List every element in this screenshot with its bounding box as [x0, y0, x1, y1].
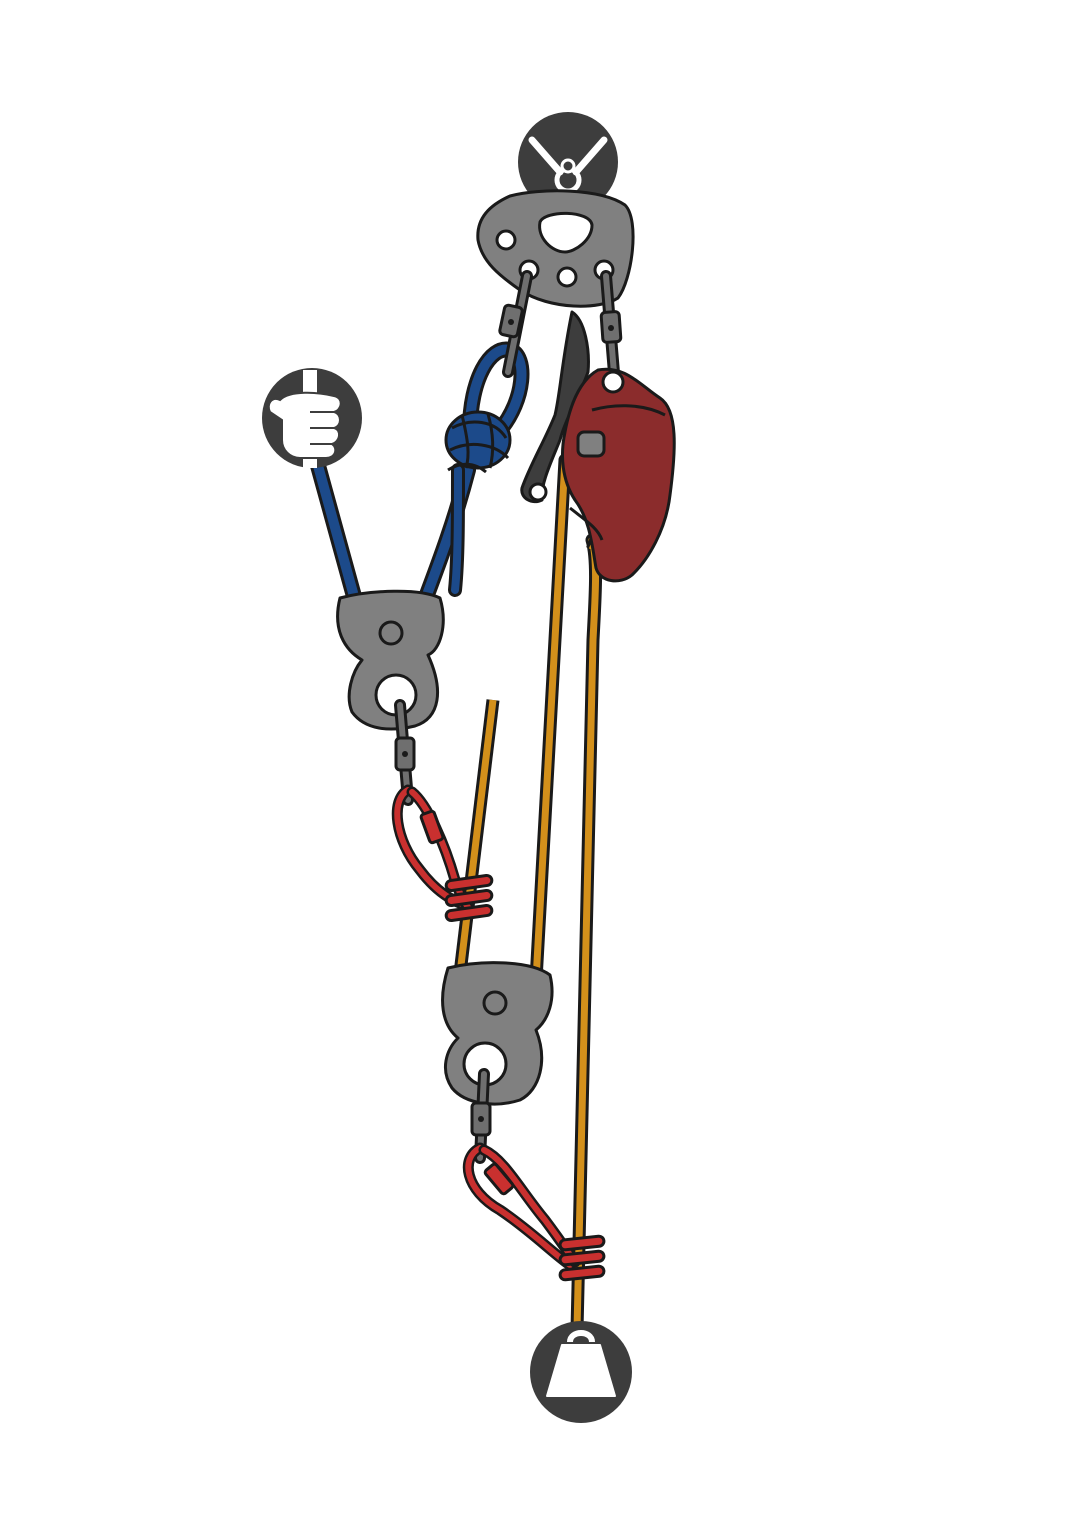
carabiner-upper-pulley — [394, 699, 416, 806]
load-weight-icon — [530, 1321, 632, 1423]
prusik-cord-upper — [391, 784, 494, 923]
hand-pull-icon — [262, 368, 362, 468]
pulley-lower — [441, 961, 554, 1106]
rigging-plate — [476, 189, 635, 308]
prusik-cord-lower — [462, 1142, 606, 1282]
prusik-wraps-lower — [558, 1234, 606, 1282]
blue-rope-group — [309, 341, 530, 608]
rope-clamp-device — [520, 310, 676, 583]
carabiner-anchor-right — [599, 270, 623, 391]
figure-eight-knot — [444, 410, 512, 474]
carabiner-anchor-left — [498, 270, 533, 378]
pulley-upper — [336, 589, 445, 731]
prusik-wraps-upper — [444, 873, 494, 923]
